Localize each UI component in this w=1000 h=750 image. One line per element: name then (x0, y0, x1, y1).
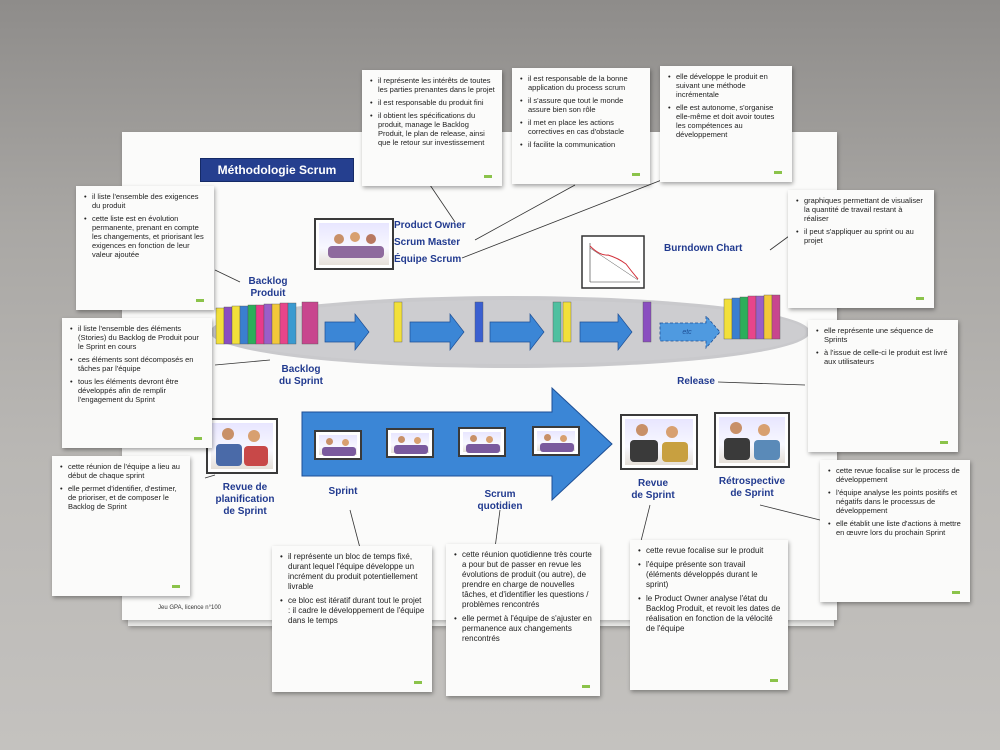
card-bullet: cette réunion quotidienne très courte a … (454, 550, 593, 610)
card-bullet: il liste l'ensemble des éléments (Storie… (70, 324, 205, 351)
card-bullet: il est responsable de la bonne applicati… (520, 74, 643, 92)
card-product-owner: il représente les intérêts de toutes les… (362, 70, 502, 186)
card-bullet: le Product Owner analyse l'état du Backl… (638, 594, 781, 634)
team-meeting-image (314, 218, 394, 270)
card-bullet: ce bloc est itératif durant tout le proj… (280, 596, 425, 626)
card-bullet: tous les éléments devront être développé… (70, 377, 205, 404)
label-release: Release (677, 376, 715, 387)
card-bullet: cette réunion de l'équipe a lieu au débu… (60, 462, 183, 480)
card-backlog-produit: il liste l'ensemble des exigences du pro… (76, 186, 214, 310)
card-bullet: cette revue focalise sur le produit (638, 546, 781, 556)
card-bullet: il représente les intérêts de toutes les… (370, 76, 495, 94)
card-bullet: il facilite la communication (520, 140, 643, 149)
card-bullet: elle développe le produit en suivant une… (668, 72, 785, 99)
daily-scrum-image-3 (458, 427, 506, 457)
card-backlog-sprint: il liste l'ensemble des éléments (Storie… (62, 318, 212, 448)
card-sprint: il représente un bloc de temps fixé, dur… (272, 546, 432, 692)
card-burndown-chart: graphiques permettant de visualiser la q… (788, 190, 934, 308)
label-revue-sprint: Revue de Sprint (631, 478, 675, 501)
card-bullet: elle permet à l'équipe de s'ajuster en p… (454, 614, 593, 644)
card-bullet: il liste l'ensemble des exigences du pro… (84, 192, 207, 210)
card-bullet: elle est autonome, s'organise elle-même … (668, 103, 785, 139)
card-bullet: elle permet d'identifier, d'estimer, de … (60, 484, 183, 511)
card-bullet: il est responsable du produit fini (370, 98, 495, 107)
card-bullet: graphiques permettant de visualiser la q… (796, 196, 927, 223)
page-title: Méthodologie Scrum (200, 158, 354, 182)
daily-scrum-image-2 (386, 428, 434, 458)
label-scrum-master: Scrum Master (394, 237, 461, 248)
card-bullet: à l'issue de celle-ci le produit est liv… (816, 348, 951, 366)
label-backlog-sprint: Backlog du Sprint (279, 364, 323, 387)
card-retrospective: cette revue focalise sur le process de d… (820, 460, 970, 602)
card-revue-sprint: cette revue focalise sur le produit l'équ… (630, 540, 788, 690)
card-bullet: elle représente une séquence de Sprints (816, 326, 951, 344)
label-etc: etc (682, 329, 692, 336)
card-bullet: il peut s'appliquer au sprint ou au proj… (796, 227, 927, 245)
card-bullet: ces éléments sont décomposés en tâches p… (70, 355, 205, 373)
footer-license: Jeu GPA, licence n°100 (158, 605, 221, 611)
card-scrum-quotidien: cette réunion quotidienne très courte a … (446, 544, 600, 696)
scrum-board (122, 132, 837, 620)
card-bullet: il obtient les spécifications du produit… (370, 111, 495, 147)
card-bullet: l'équipe présente son travail (éléments … (638, 560, 781, 590)
label-revue-planification: Revue de planification de Sprint (215, 482, 275, 517)
card-bullet: cette liste est en évolution permanente,… (84, 214, 207, 259)
card-bullet: il s'assure que tout le monde assure bie… (520, 96, 643, 114)
card-release: elle représente une séquence de Sprints à… (808, 320, 958, 452)
card-bullet: cette revue focalise sur le process de d… (828, 466, 963, 484)
planning-meeting-image (206, 418, 278, 474)
card-revue-planification: cette réunion de l'équipe a lieu au débu… (52, 456, 190, 596)
label-equipe-scrum: Équipe Scrum (394, 254, 462, 265)
card-bullet: elle établit une liste d'actions à mettr… (828, 519, 963, 537)
retrospective-image (714, 412, 790, 468)
label-product-owner: Product Owner (394, 220, 466, 231)
card-bullet: il met en place les actions correctives … (520, 118, 643, 136)
label-retrospective: Rétrospective de Sprint (718, 476, 786, 499)
daily-scrum-image-4 (532, 426, 580, 456)
daily-scrum-image-1 (314, 430, 362, 460)
card-bullet: l'équipe analyse les points positifs et … (828, 488, 963, 515)
label-scrum-quotidien: Scrum quotidien (477, 489, 523, 512)
card-scrum-master: il est responsable de la bonne applicati… (512, 68, 650, 184)
label-backlog-produit: Backlog Produit (248, 276, 288, 299)
label-sprint: Sprint (328, 486, 358, 497)
label-burndown-chart: Burndown Chart (664, 243, 743, 254)
card-bullet: il représente un bloc de temps fixé, dur… (280, 552, 425, 592)
sprint-review-image (620, 414, 698, 470)
card-equipe-scrum: elle développe le produit en suivant une… (660, 66, 792, 182)
